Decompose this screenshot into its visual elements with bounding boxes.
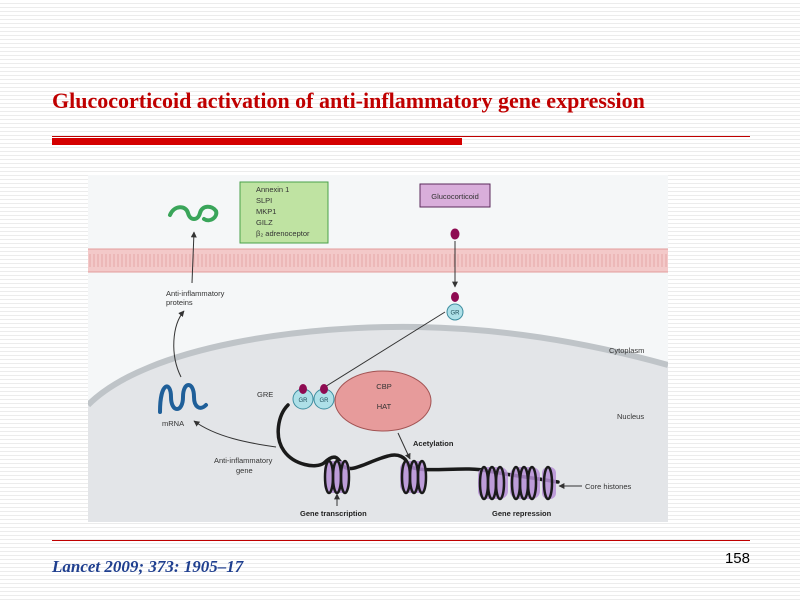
footer-rule xyxy=(52,540,750,541)
mrna-label: mRNA xyxy=(162,419,184,428)
receptor-translocation-arrow xyxy=(319,311,446,391)
core-histones-label: Core histones xyxy=(585,482,632,491)
histone-group-transcription xyxy=(323,459,351,495)
gene-repression-label: Gene repression xyxy=(492,509,552,518)
anti-inflammatory-gene-label-line1: Anti-inflammatory xyxy=(214,456,273,465)
citation: Lancet 2009; 373: 1905–17 xyxy=(52,557,244,576)
gr-dimer-left-label: GR xyxy=(299,398,309,404)
acetylation-arrow xyxy=(397,432,411,460)
protein-list-item: GILZ xyxy=(256,218,273,227)
hat-label: HAT xyxy=(377,402,392,411)
cytoplasm-label: Cytoplasm xyxy=(609,346,644,355)
translation-arrow xyxy=(173,310,185,378)
anti-inflammatory-protein-list xyxy=(239,181,329,244)
protein-list-item: Annexin 1 xyxy=(256,185,289,194)
nucleus-label: Nucleus xyxy=(617,412,644,421)
anti-inflammatory-proteins-label-line1: Anti-inflammatory xyxy=(166,289,225,298)
title-underline-thick xyxy=(52,138,462,145)
histone-group-acetylation xyxy=(400,459,428,495)
glucocorticoid-box xyxy=(419,183,491,208)
bound-glucocorticoid xyxy=(451,292,459,302)
protein-list-item: β₂ adrenoceptor xyxy=(256,229,310,238)
gr-dimer-ligand-right xyxy=(320,384,328,394)
glucocorticoid-receptor xyxy=(446,303,464,321)
protein-export-arrow xyxy=(190,231,197,284)
gr-dimer-ligand-left xyxy=(299,384,307,394)
page-number: 158 xyxy=(724,550,750,567)
protein-list-item: MKP1 xyxy=(256,207,276,216)
anti-inflammatory-proteins-label-line2: proteins xyxy=(166,298,193,307)
cell-membrane xyxy=(88,249,668,272)
diagram-svg: Annexin 1 SLPI MKP1 GILZ β₂ adrenoceptor… xyxy=(88,175,668,522)
cbp-hat-complex xyxy=(334,370,432,432)
nuclear-membrane xyxy=(88,323,668,408)
gene-transcription-label: Gene transcription xyxy=(300,509,367,518)
glucocorticoid-label: Glucocorticoid xyxy=(431,192,479,201)
slide-title: Glucocorticoid activation of anti-inflam… xyxy=(52,88,645,113)
gre-label: GRE xyxy=(257,390,273,399)
title-underline-thin xyxy=(52,136,750,137)
anti-inflammatory-protein-shape xyxy=(168,204,219,223)
gr-dimer-right-label: GR xyxy=(320,398,330,404)
acetylation-label: Acetylation xyxy=(413,439,454,448)
protein-list-item: SLPI xyxy=(256,196,272,205)
receptor-label: GR xyxy=(451,311,461,317)
glucocorticoid-molecule xyxy=(450,228,460,240)
anti-inflammatory-gene-label-line2: gene xyxy=(236,466,253,475)
cbp-label: CBP xyxy=(376,382,391,391)
diagram-figure: Annexin 1 SLPI MKP1 GILZ β₂ adrenoceptor… xyxy=(88,175,668,522)
transcription-arrow xyxy=(193,420,277,448)
mrna-strand xyxy=(158,383,208,414)
histone-group-repression xyxy=(478,465,556,501)
